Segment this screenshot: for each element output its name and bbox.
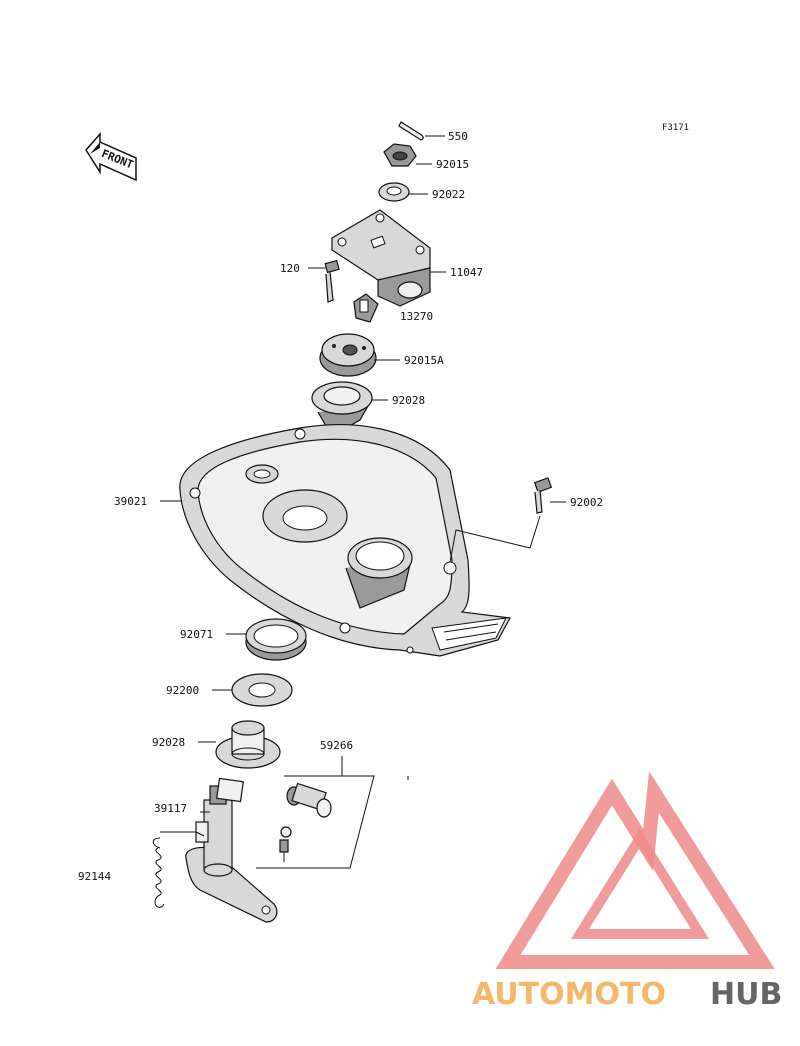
automotohub-logo: AUTOMOTO HUB (472, 771, 782, 1012)
front-arrow-icon: FRONT (85, 132, 137, 182)
washer-92022: 92022 (378, 182, 465, 202)
label-39117: 39117 (154, 802, 187, 815)
bracket-11047: 11047 (331, 209, 483, 307)
logo-text-hub: HUB (710, 977, 782, 1012)
castle-nut-92015: 92015 (383, 143, 469, 171)
label-92015a: 92015A (404, 354, 444, 367)
bolt-92002: 92002 (449, 477, 603, 563)
figure-code: F3171 (662, 123, 689, 133)
label-92015: 92015 (436, 158, 469, 171)
label-92144: 92144 (78, 870, 111, 883)
flange-92015a: 92015A (319, 333, 444, 377)
label-120: 120 (280, 262, 300, 275)
spring-92144: 92144 (78, 837, 165, 908)
label-550: 550 (448, 130, 468, 143)
shaft-arm-39117: 39117 (154, 777, 278, 923)
cover-plate-39021: 39021 (114, 424, 511, 657)
logo-text-automoto: AUTOMOTO (472, 977, 666, 1012)
label-59266: 59266 (320, 739, 353, 752)
label-92200: 92200 (166, 684, 199, 697)
clip-13270: 13270 (353, 293, 433, 323)
cotter-pin-550: 550 (398, 121, 468, 143)
label-92071: 92071 (180, 628, 213, 641)
label-39021: 39021 (114, 495, 147, 508)
label-92022: 92022 (432, 188, 465, 201)
label-92028-top: 92028 (392, 394, 425, 407)
bushing-92028-top: 92028 (311, 381, 425, 429)
washer-92200: 92200 (166, 673, 293, 707)
label-13270: 13270 (400, 310, 433, 323)
kit-59266: 59266 (256, 739, 409, 869)
bushing-92028-bottom: 92028 (152, 720, 281, 769)
bolt-120: 120 (280, 259, 340, 303)
label-11047: 11047 (450, 266, 483, 279)
label-92002: 92002 (570, 496, 603, 509)
seal-92071: 92071 (180, 618, 307, 661)
label-92028-bottom: 92028 (152, 736, 185, 749)
